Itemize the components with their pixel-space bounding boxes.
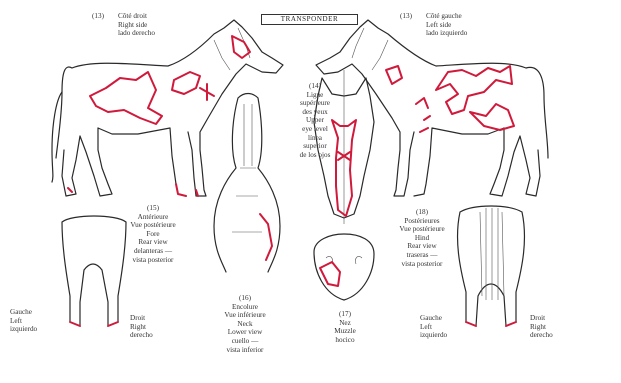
neck-view-line: (16) [223,294,267,303]
eye-level-line: línea [295,134,335,143]
left-side-line-2: Left side [426,21,467,30]
eye-level-line: eye level [295,125,335,134]
horse-right-side-drawing [52,20,283,196]
hind-view-line: traseras — [396,251,448,260]
hind-left-label: Gauche Left izquierdo [420,314,447,340]
neck-view-line: Neck [223,320,267,329]
eye-level-line: (14) [295,82,335,91]
muzzle-line: (17) [325,310,365,319]
left-side-number: (13) [400,12,412,21]
right-side-label: Côté droit Right side lado derecho [118,12,155,38]
hind-right-label: Droit Right derecho [530,314,553,340]
right-side-line-2: Right side [118,21,155,30]
muzzle-line: Nez [325,319,365,328]
fore-left-label: Gauche Left izquierdo [10,308,37,334]
left-side-label: Côté gauche Left side lado izquierdo [426,12,467,38]
neck-lower-view-drawing [214,94,280,273]
muzzle-line: Muzzle [325,327,365,336]
fore-left-line: Gauche [10,308,37,317]
neck-view-label: (16) Encolure Vue inférieure Neck Lower … [223,294,267,354]
eye-level-line: Upper [295,116,335,125]
fore-left-line: izquierdo [10,325,37,334]
rear-view-line: (15) [128,204,178,213]
hind-view-line: Vue postérieure [396,225,448,234]
hind-view-line: vista posterior [396,260,448,269]
rear-view-line: Antérieure [128,213,178,222]
fore-right-line: Droit [130,314,153,323]
left-side-line-1: Côté gauche [426,12,467,21]
neck-view-line: cuello — [223,337,267,346]
hind-right-line: Right [530,323,553,332]
neck-view-line: vista inferior [223,346,267,355]
right-side-line-1: Côté droit [118,12,155,21]
hind-right-line: Droit [530,314,553,323]
eye-level-line: de los ojos [295,151,335,160]
hind-view-line: Hind [396,234,448,243]
rear-view-label: (15) Antérieure Vue postérieure Fore Rea… [128,204,178,264]
fore-left-line: Left [10,317,37,326]
fore-right-label: Droit Right derecho [130,314,153,340]
eye-level-line: des yeux [295,108,335,117]
hind-left-line: Left [420,323,447,332]
neck-view-line: Vue inférieure [223,311,267,320]
hind-view-line: Postérieures [396,217,448,226]
hind-view-line: Rear view [396,242,448,251]
right-side-number: (13) [92,12,104,21]
muzzle-view-drawing [314,234,374,300]
right-side-line-3: lado derecho [118,29,155,38]
muzzle-line: hocico [325,336,365,345]
rear-view-line: Rear view [128,238,178,247]
fore-right-line: Right [130,323,153,332]
hind-view-label: (18) Postérieures Vue postérieure Hind R… [396,208,448,268]
neck-view-line: Encolure [223,303,267,312]
hind-legs-rear-view-drawing [458,206,525,326]
hind-right-line: derecho [530,331,553,340]
rear-view-line: Fore [128,230,178,239]
hind-view-line: (18) [396,208,448,217]
eye-level-label: (14) Ligne supérieure des yeux Upper eye… [295,82,335,159]
fore-right-line: derecho [130,331,153,340]
muzzle-label: (17) Nez Muzzle hocico [325,310,365,344]
hind-left-line: Gauche [420,314,447,323]
hind-left-line: izquierdo [420,331,447,340]
neck-view-line: Lower view [223,328,267,337]
fore-legs-rear-view-drawing [62,216,126,326]
rear-view-line: delanteras — [128,247,178,256]
left-side-line-3: lado izquierdo [426,29,467,38]
rear-view-line: Vue postérieure [128,221,178,230]
eye-level-line: superior [295,142,335,151]
eye-level-line: Ligne [295,91,335,100]
rear-view-line: vista posterior [128,256,178,265]
eye-level-line: supérieure [295,99,335,108]
